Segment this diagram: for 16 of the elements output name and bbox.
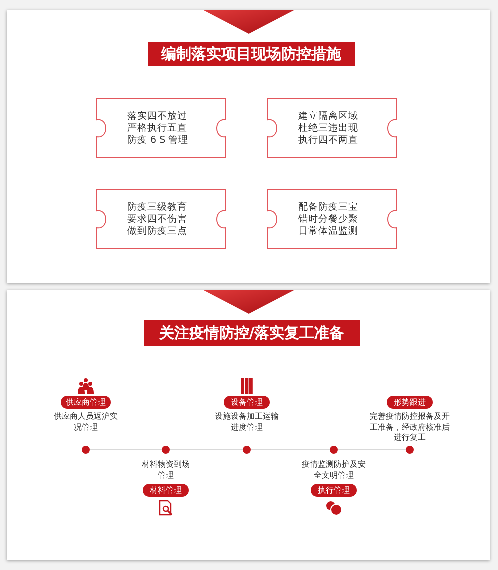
title-banner: 编制落实项目现场防控措施 (148, 42, 355, 66)
puzzle-text: 配备防疫三宝错时分餐少聚日常体温监测 (298, 202, 360, 238)
description-text: 材料物资到场管理 (141, 460, 191, 481)
puzzle-text: 落实四不放过严格执行五直防疫 6 S 管理 (128, 110, 190, 146)
description-text: 供应商人员返沪实况管理 (54, 412, 118, 433)
category-label: 形势跟进 (387, 396, 433, 409)
description-text: 设施设备加工运输进度管理 (215, 412, 279, 433)
title-banner: 关注疫情防控/落实复工准备 (144, 320, 360, 346)
category-label: 供应商管理 (61, 396, 111, 409)
description-text: 完善疫情防控报备及开工准备，经政府核准后进行复工 (370, 412, 450, 444)
puzzle-text: 防疫三级教育要求四不伤害做到防疫三点 (128, 202, 188, 238)
description-text: 疫情监测防护及安全文明管理 (301, 460, 367, 481)
category-label: 材料管理 (143, 484, 189, 497)
puzzle-text: 建立隔离区域杜绝三违出现执行四不两直 (298, 110, 360, 146)
category-label: 设备管理 (224, 396, 270, 409)
category-label: 执行管理 (311, 484, 357, 497)
